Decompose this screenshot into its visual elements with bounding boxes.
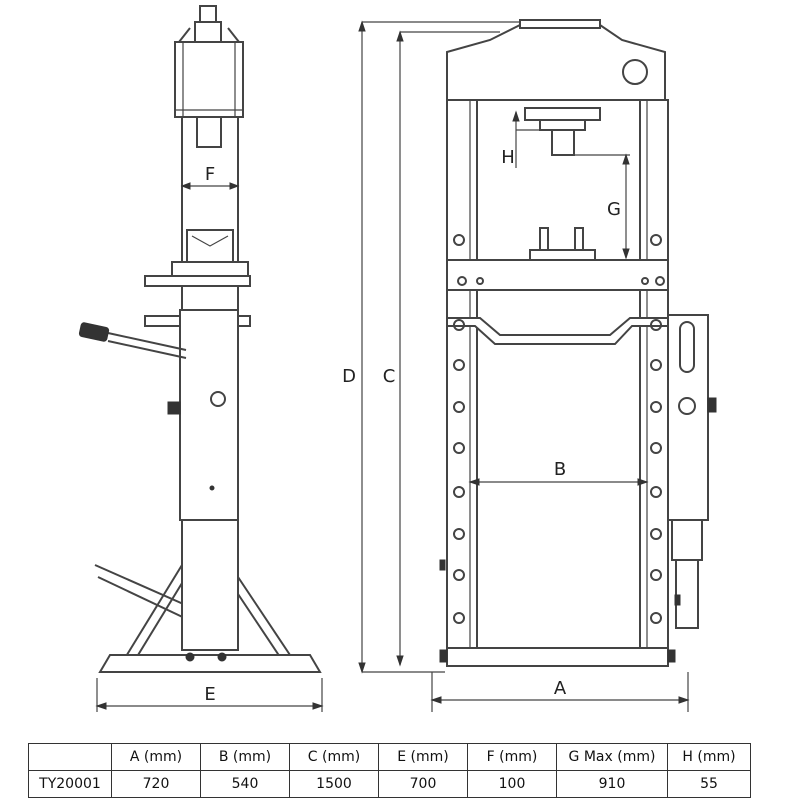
lower-column	[181, 519, 239, 651]
dimension-label-f: F	[205, 164, 215, 185]
dimension-label-a: A	[554, 678, 567, 699]
spec-model-cell: TY20001	[28, 770, 112, 798]
dimension-label-h: H	[501, 147, 515, 168]
spec-header-cell: A (mm)	[111, 743, 201, 771]
dimension-label-e: E	[204, 684, 215, 705]
press-bed	[446, 259, 669, 291]
press-technical-drawing: F E	[78, 5, 717, 712]
ram-cylinder	[196, 116, 222, 148]
spec-value-cell: 720	[111, 770, 201, 798]
pressure-valve	[199, 5, 217, 23]
spec-value-cell: 1500	[289, 770, 379, 798]
dimension-label-c: C	[383, 366, 396, 387]
front-top-head	[446, 24, 666, 101]
release-knob	[167, 401, 181, 415]
pressure-gauge-small	[210, 391, 226, 407]
spec-header-cell	[28, 743, 112, 771]
dimension-label-g: G	[607, 199, 621, 220]
spec-header-cell: H (mm)	[667, 743, 751, 771]
spec-table-header-row: A (mm) B (mm) C (mm) E (mm) F (mm) G Max…	[28, 743, 751, 771]
pump-gauge	[679, 321, 695, 373]
spec-header-cell: E (mm)	[378, 743, 468, 771]
pump-housing	[179, 309, 239, 521]
lower-crossbar	[446, 647, 669, 667]
pump-pedal-cylinder	[675, 559, 699, 629]
ram-tip	[551, 129, 575, 156]
dimension-label-d: D	[342, 366, 356, 387]
spec-value-cell: 100	[467, 770, 557, 798]
valve-body	[194, 21, 222, 43]
spec-value-cell: 910	[556, 770, 668, 798]
spec-header-cell: C (mm)	[289, 743, 379, 771]
support-bar	[446, 317, 669, 345]
table-row: TY20001 720 540 1500 700 100 910 55	[28, 770, 751, 798]
spec-header-cell: F (mm)	[467, 743, 557, 771]
side-view: F E	[78, 5, 324, 712]
top-head	[174, 41, 244, 118]
spec-value-cell: 700	[378, 770, 468, 798]
top-head-hole	[622, 59, 648, 85]
upper-bed-bracket	[144, 275, 251, 287]
spec-value-cell: 540	[200, 770, 290, 798]
side-base-plate	[98, 654, 322, 673]
spec-table: A (mm) B (mm) C (mm) E (mm) F (mm) G Max…	[28, 743, 751, 798]
bed-pins	[529, 249, 596, 261]
spec-value-cell: 55	[667, 770, 751, 798]
front-view: D C H G	[342, 19, 717, 712]
ram-plate	[524, 107, 601, 121]
dimension-label-b: B	[554, 459, 566, 480]
pump-handle	[107, 332, 187, 351]
handle-grip	[78, 322, 110, 342]
left-column	[446, 99, 478, 666]
column-holes	[453, 234, 662, 624]
spec-header-cell: B (mm)	[200, 743, 290, 771]
spec-header-cell: G Max (mm)	[556, 743, 668, 771]
